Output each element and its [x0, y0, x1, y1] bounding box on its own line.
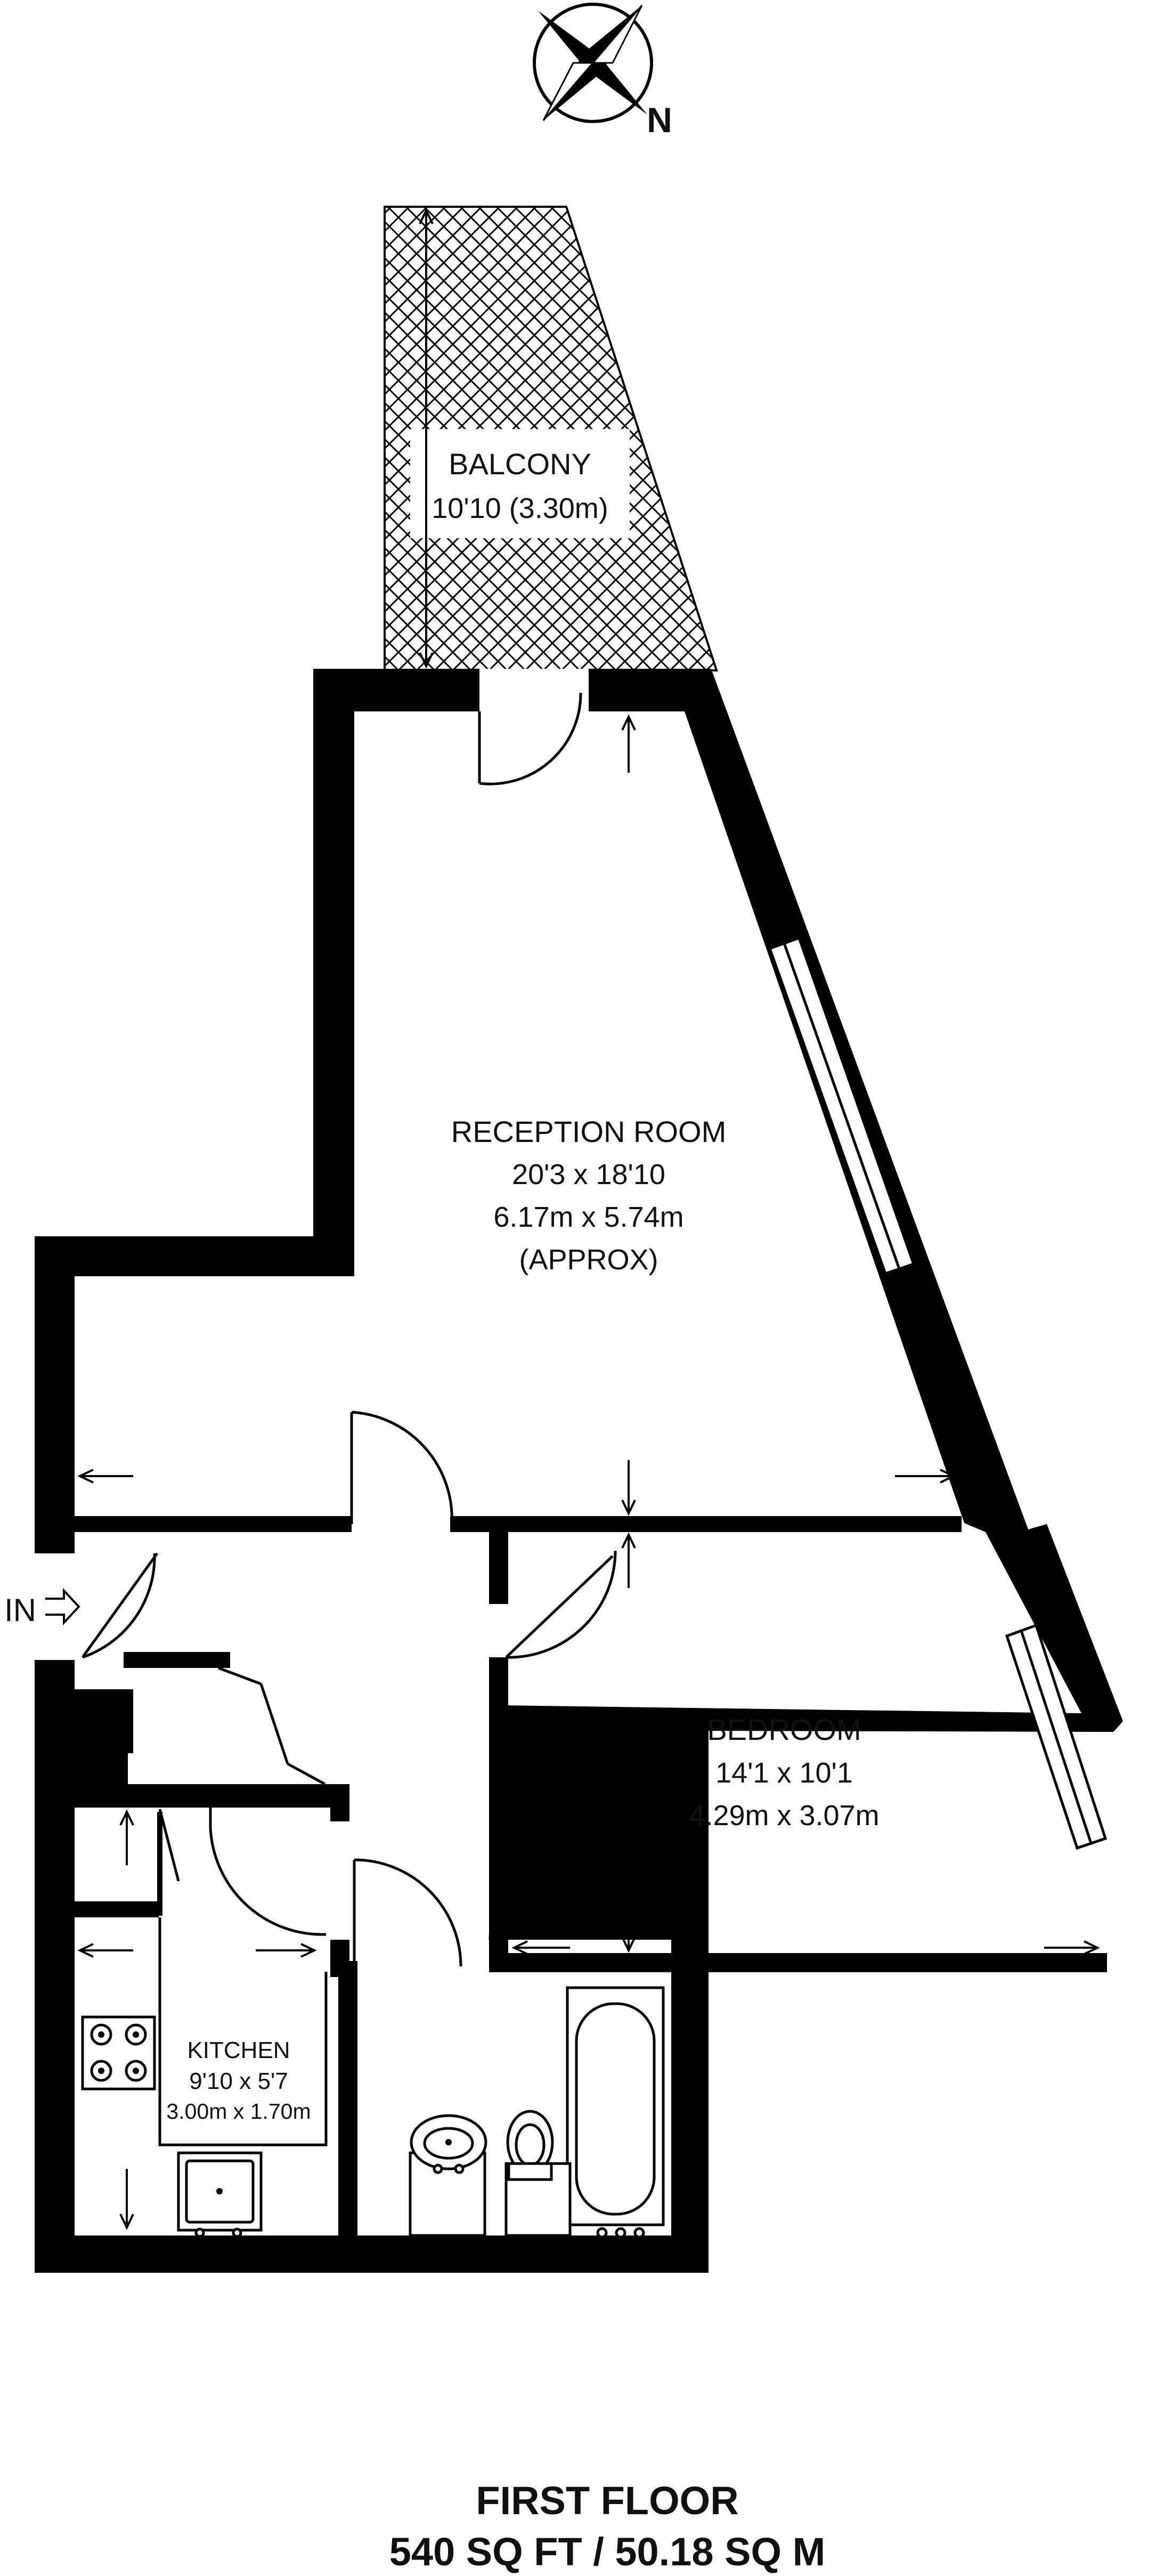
window-reception: [768, 936, 916, 1276]
entrance-arrow-icon: [45, 1587, 80, 1626]
reception-note: (APPROX): [519, 1244, 658, 1276]
kitchen-dimension-arrows: [77, 1809, 317, 2230]
balcony-label-bg: [410, 429, 630, 538]
floor-title: FIRST FLOOR: [476, 2478, 738, 2523]
interior-walls: [75, 1516, 1107, 2270]
reception-dimension-arrows: [77, 714, 956, 1516]
kitchen-name: KITCHEN: [187, 2037, 290, 2063]
kitchen-imperial: 9'10 x 5'7: [189, 2068, 288, 2094]
compass-north-label: N: [647, 100, 672, 140]
door-bedroom: [505, 1550, 617, 1659]
balcony-dimensions: 10'10 (3.30m): [432, 492, 608, 524]
kitchen-sink-icon: [177, 2151, 263, 2238]
kitchen-worktop: [158, 1917, 328, 2146]
balcony-dimension-arrow: [419, 208, 434, 669]
bedroom-name: BEDROOM: [707, 1713, 861, 1746]
bedroom-dimension-arrows: [511, 1532, 1100, 1955]
window-bedroom: [1005, 1623, 1108, 1850]
reception-metric: 6.17m x 5.74m: [493, 1201, 683, 1233]
door-entrance: [81, 1552, 159, 1659]
reception-name: RECEPTION ROOM: [451, 1115, 726, 1148]
entrance-opening: [32, 1553, 83, 1660]
balcony-name: BALCONY: [449, 447, 591, 481]
door-kitchen: [209, 1808, 327, 1936]
hob-icon: [81, 2015, 156, 2091]
compass-rose-icon: [533, 3, 653, 123]
door-reception: [350, 1411, 453, 1525]
basin-icon: [409, 2114, 487, 2237]
bedroom-imperial: 14'1 x 10'1: [715, 1757, 853, 1789]
toilet-icon: [504, 2110, 572, 2237]
reception-imperial: 20'3 x 18'10: [512, 1159, 665, 1190]
door-balcony: [478, 669, 599, 785]
outer-walls: [35, 669, 1123, 2273]
bedroom-metric: 4.29m x 3.07m: [689, 1800, 879, 1832]
floor-area: 540 SQ FT / 50.18 SQ M: [389, 2530, 825, 2574]
entrance-label: IN: [4, 1592, 36, 1628]
kitchen-metric: 3.00m x 1.70m: [166, 2099, 311, 2124]
door-cupboard: [158, 1666, 326, 1882]
door-bathroom: [353, 1858, 462, 1967]
bathtub-icon: [566, 1986, 665, 2239]
